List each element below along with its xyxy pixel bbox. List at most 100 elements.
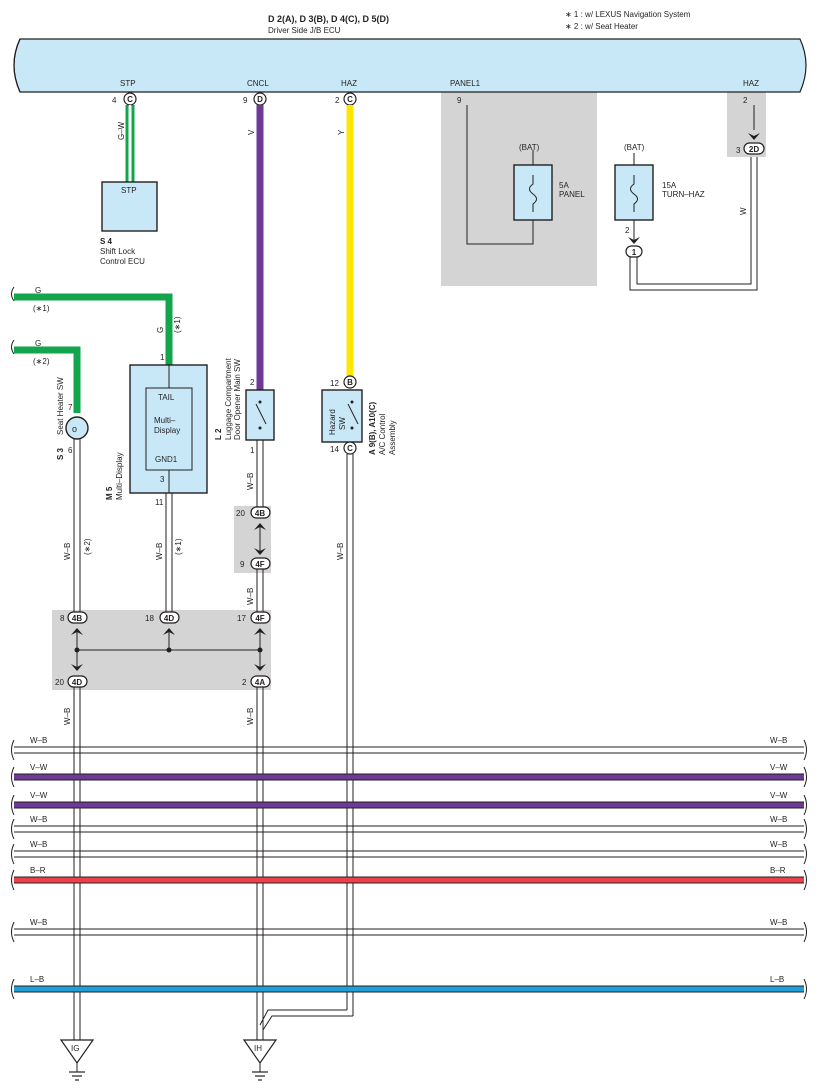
joint-20-4d-conn: 4D xyxy=(72,678,82,687)
bus-line: L–B L–B xyxy=(11,975,807,1000)
bus-label-left: B–R xyxy=(30,866,46,875)
fuse-turn-name: TURN–HAZ xyxy=(662,190,705,199)
bus-label-right: W–B xyxy=(770,840,787,849)
haz2-arrow xyxy=(748,133,760,140)
terminal-haz: HAZ xyxy=(341,79,357,88)
g-line-2-label: G xyxy=(35,339,41,348)
l2-name-2: Door Opener Main SW xyxy=(233,359,242,440)
pin-haz-conn: C xyxy=(347,95,353,104)
m5-g-color: G xyxy=(156,327,165,333)
bus-label-left: V–W xyxy=(30,791,48,800)
g-line-1-note: (∗1) xyxy=(33,304,50,313)
a9-ref: A 9(B), A10(C) xyxy=(368,401,377,455)
pin-stp-conn: C xyxy=(127,95,133,104)
bus-line: V–W V–W xyxy=(11,763,807,788)
bus-line: W–B W–B xyxy=(11,840,807,865)
a9-name-1: A/C Control xyxy=(378,413,387,455)
junction-2d-bubble xyxy=(743,142,765,155)
l2-pin-top: 2 xyxy=(250,378,255,387)
s3-switch-icon: o xyxy=(72,424,77,434)
pin-cncl-num: 9 xyxy=(243,96,248,105)
a9-sw-2: SW xyxy=(338,417,347,430)
m5-gnd: GND1 xyxy=(155,455,178,464)
m5-name: Multi–Display xyxy=(115,452,124,500)
bus-label-right: L–B xyxy=(770,975,784,984)
m5-pin-11: 11 xyxy=(155,498,164,507)
joint-17-4f-conn: 4F xyxy=(255,614,264,623)
wire-haz-color: Y xyxy=(337,129,346,135)
fuse-turn-arrow xyxy=(628,237,640,244)
l2-pin-bottom: 1 xyxy=(250,446,255,455)
bus-line: B–R B–R xyxy=(11,866,807,891)
pin-panel1-num: 9 xyxy=(457,96,462,105)
bus-label-left: V–W xyxy=(30,763,48,772)
bus-label-right: V–W xyxy=(770,791,788,800)
m5-wire-color: W–B xyxy=(155,543,164,560)
s3-wire-color: W–B xyxy=(63,543,72,560)
m5-ref: M 5 xyxy=(105,486,114,500)
ecu-bar-break-left xyxy=(13,38,21,93)
s4-component xyxy=(101,181,158,232)
terminal-stp: STP xyxy=(120,79,136,88)
wire-cncl-color: V xyxy=(247,129,256,135)
a9-component xyxy=(321,389,363,443)
a9-pin-bot-num: 14 xyxy=(330,445,339,454)
s3-pin-top: 7 xyxy=(68,403,73,412)
pin-stp-num: 4 xyxy=(112,96,117,105)
ecu-connectors-title: D 2(A), D 3(B), D 4(C), D 5(D) xyxy=(268,14,389,24)
s3-name: Seat Heater SW xyxy=(56,377,65,435)
g-line-2-note: (∗2) xyxy=(33,357,50,366)
joint-18-4d-bubble xyxy=(159,611,180,624)
bus-label-right: B–R xyxy=(770,866,786,875)
joint-18-4d-num: 18 xyxy=(145,614,154,623)
m5-g-note: (∗1) xyxy=(173,316,182,333)
a9-pin-bot-conn: C xyxy=(347,444,353,453)
l2-wire-color: W–B xyxy=(246,473,255,490)
m5-multi-1: Multi– xyxy=(154,416,176,425)
a9-pin-top-bubble xyxy=(343,375,357,389)
fuse-panel-bat: (BAT) xyxy=(519,143,540,152)
joint-2-4a-bubble xyxy=(250,675,271,688)
bus-label-left: W–B xyxy=(30,918,47,927)
m5-pin-bottom: 3 xyxy=(160,475,165,484)
pin-haz2-num: 2 xyxy=(743,96,748,105)
g-line-1-label: G xyxy=(35,286,41,295)
l2-wire-color-2: W–B xyxy=(246,588,255,605)
fuse-turn-bat: (BAT) xyxy=(624,143,645,152)
s3-pin-bottom: 6 xyxy=(68,446,73,455)
conn-1-label: 1 xyxy=(632,248,637,257)
joint-9-4f-num: 9 xyxy=(240,560,245,569)
conn-1-bubble xyxy=(625,245,643,258)
note-2: ∗ 2 : w/ Seat Heater xyxy=(565,22,638,31)
m5-multi-2: Display xyxy=(154,426,180,435)
ground-ih-symbol xyxy=(242,1039,278,1065)
joint-20-4b-bubble xyxy=(250,506,271,519)
fuse-turn-rating: 15A xyxy=(662,181,677,190)
bus-label-left: W–B xyxy=(30,840,47,849)
terminal-haz2: HAZ xyxy=(743,79,759,88)
a9-pin-bot-bubble xyxy=(343,441,357,455)
l2-ref: L 2 xyxy=(214,428,223,440)
note-1: ∗ 1 : w/ LEXUS Navigation System xyxy=(565,10,691,19)
l2-component xyxy=(245,389,275,441)
s3-ref: S 3 xyxy=(56,447,65,460)
bus-label-right: V–W xyxy=(770,763,788,772)
bus-label-right: W–B xyxy=(770,918,787,927)
bus-label-left: L–B xyxy=(30,975,44,984)
bus-line: W–B W–B xyxy=(11,918,807,943)
joint-8-4b-bubble xyxy=(67,611,88,624)
bus-line: V–W V–W xyxy=(11,791,807,816)
joint-18-4d-conn: 4D xyxy=(164,614,174,623)
a9-wire-color: W–B xyxy=(336,543,345,560)
joint-20-4b-conn: 4B xyxy=(255,509,265,518)
ig-wire-color: W–B xyxy=(63,708,72,725)
bus-label-left: W–B xyxy=(30,815,47,824)
joint-8-4b-conn: 4B xyxy=(72,614,82,623)
ecu-name: Driver Side J/B ECU xyxy=(268,26,341,35)
joint-17-4f-bubble xyxy=(250,611,271,624)
s4-terminal-label: STP xyxy=(121,186,137,195)
a9-sw-1: Hazard xyxy=(328,409,337,435)
